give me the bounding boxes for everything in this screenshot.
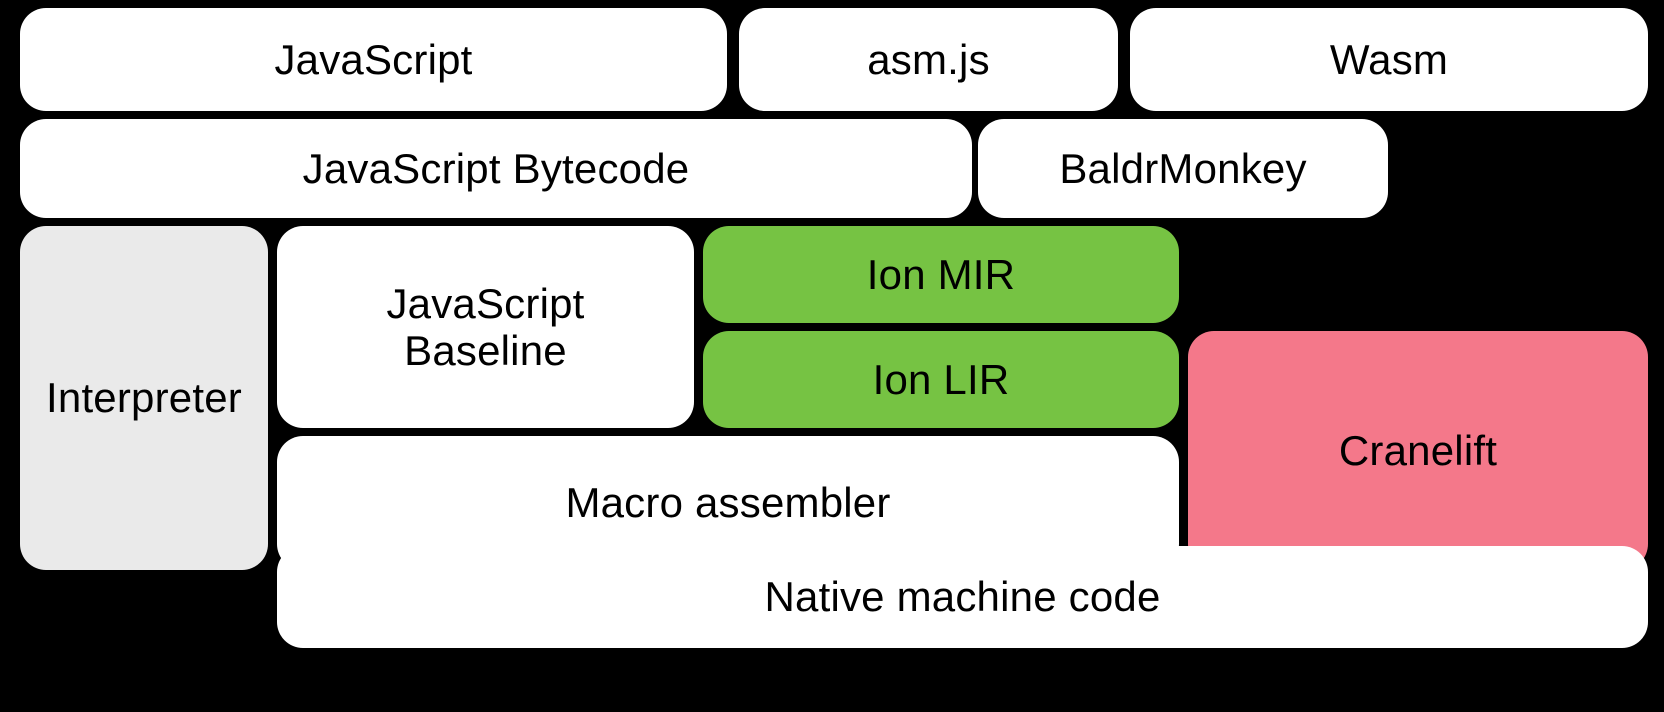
node-asm-js[interactable]: asm.js — [739, 8, 1118, 111]
node-javascript-baseline[interactable]: JavaScript Baseline — [277, 226, 694, 428]
node-baldrmonkey[interactable]: BaldrMonkey — [978, 119, 1388, 218]
node-ion-lir[interactable]: Ion LIR — [703, 331, 1179, 428]
node-cranelift[interactable]: Cranelift — [1188, 331, 1648, 570]
node-javascript[interactable]: JavaScript — [20, 8, 727, 111]
node-javascript-bytecode[interactable]: JavaScript Bytecode — [20, 119, 972, 218]
node-native-machine-code[interactable]: Native machine code — [277, 546, 1648, 648]
node-wasm[interactable]: Wasm — [1130, 8, 1648, 111]
node-ion-mir[interactable]: Ion MIR — [703, 226, 1179, 323]
node-interpreter[interactable]: Interpreter — [20, 226, 268, 570]
